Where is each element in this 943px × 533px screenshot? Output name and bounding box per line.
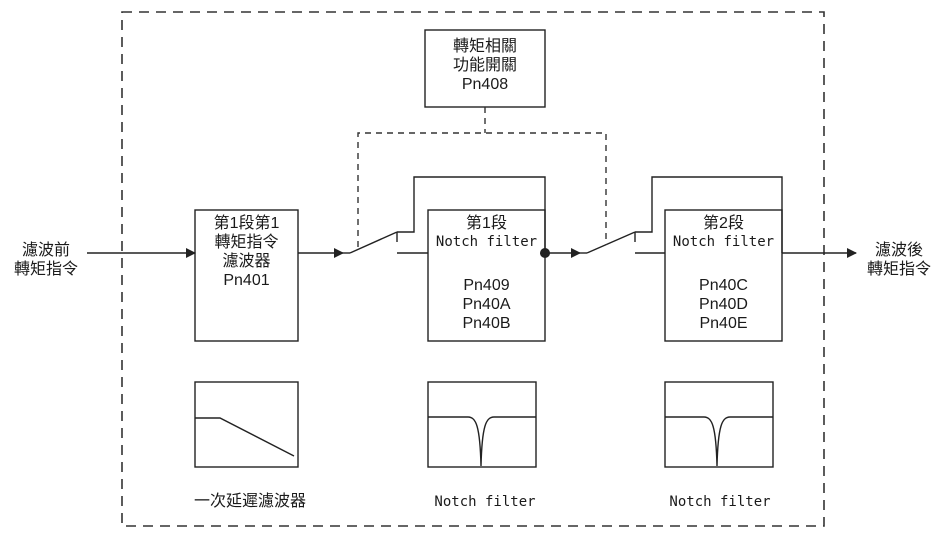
caption-notch2: Notch filter (669, 494, 771, 510)
notch2-title: 第2段 Notch filter (665, 214, 782, 252)
notch2-box (664, 209, 783, 342)
notch2-title-line2: Notch filter (672, 234, 775, 250)
switch-block-param: Pn408 (461, 76, 509, 93)
notch1-params: Pn409 Pn40A Pn40B (428, 276, 545, 333)
junction-dot (540, 248, 550, 258)
filter1-param: Pn401 (223, 272, 270, 289)
input-label-line1: 濾波前 (21, 242, 70, 259)
notch2-param-3: Pn40E (699, 315, 748, 332)
notch1-param-2: Pn40A (462, 296, 511, 313)
notch1-title-line2: Notch filter (435, 234, 538, 250)
notch1-box (427, 209, 546, 342)
notch1-title-line1: 第1段 (466, 215, 507, 232)
notch2-curve (665, 416, 773, 467)
notch2-title-line1: 第2段 (703, 215, 744, 232)
notch1-param-3: Pn40B (462, 315, 511, 332)
caption-notch1: Notch filter (434, 494, 536, 510)
notch2-graph-box (664, 381, 774, 468)
switch-block-line1: 轉矩相關 (452, 38, 517, 55)
lowpass-graph-box (194, 381, 299, 468)
input-label-line2: 轉矩指令 (13, 261, 78, 278)
output-label: 濾波後 轉矩指令 (858, 241, 940, 279)
filter1-line3: 濾波器 (222, 253, 271, 270)
filter1-line2: 轉矩指令 (214, 234, 279, 251)
filter1-box (194, 209, 299, 342)
filter1-text: 第1段第1 轉矩指令 濾波器 Pn401 (195, 214, 298, 290)
filter1-line1: 第1段第1 (213, 215, 280, 232)
control-dashed-lines (357, 107, 607, 247)
notch2-params: Pn40C Pn40D Pn40E (665, 276, 782, 333)
notch2-param-2: Pn40D (699, 296, 748, 313)
switch-block-text: 轉矩相關 功能開關 Pn408 (425, 37, 545, 94)
signal-path (87, 176, 857, 258)
output-label-line2: 轉矩指令 (866, 261, 931, 278)
switch-block-box (424, 29, 546, 108)
notch1-param-1: Pn409 (463, 277, 510, 294)
notch1-curve (428, 416, 536, 467)
notch2-param-1: Pn40C (699, 277, 748, 294)
notch1-title: 第1段 Notch filter (428, 214, 545, 252)
switch-block-line2: 功能開關 (452, 57, 517, 74)
outer-dashed-boundary (121, 11, 825, 527)
caption-lowpass: 一次延遲濾波器 (193, 493, 306, 510)
input-label: 濾波前 轉矩指令 (4, 241, 88, 279)
output-label-line1: 濾波後 (874, 242, 923, 259)
lowpass-curve (195, 417, 295, 457)
